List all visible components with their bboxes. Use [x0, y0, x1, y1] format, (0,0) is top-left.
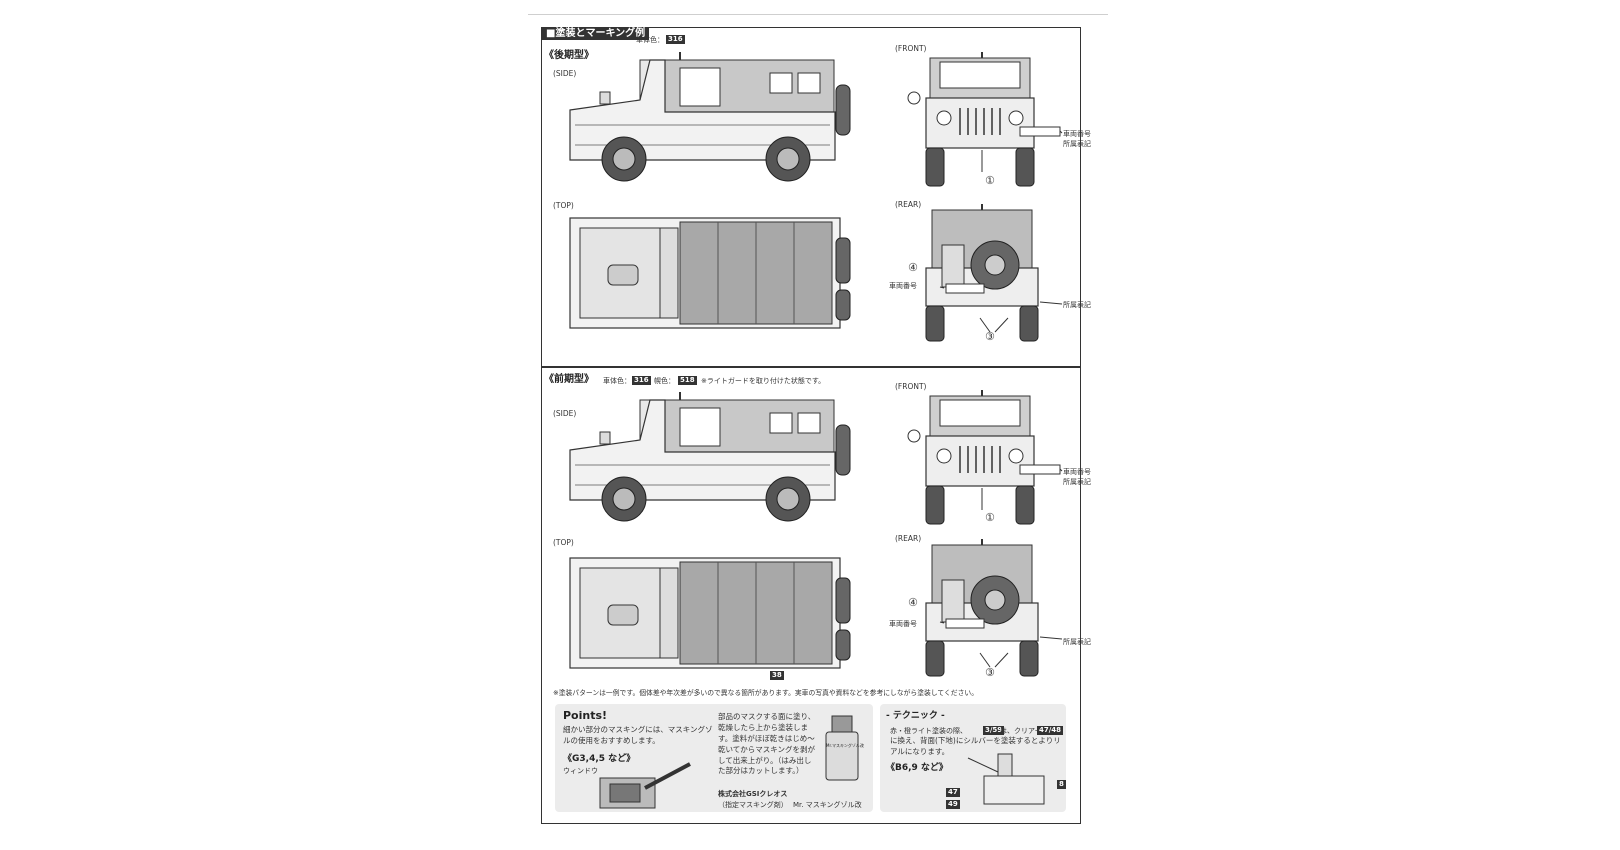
- early-unit-marking: 所属表記: [1063, 478, 1091, 486]
- late-front-view: [907, 51, 1063, 187]
- technique-text-b: は、クリアー: [1000, 727, 1042, 735]
- early-front-label: (FRONT): [895, 382, 927, 391]
- late-unit-marking: 所属表記: [1063, 140, 1091, 148]
- late-side-label: (SIDE): [553, 69, 577, 78]
- light-illustration: [967, 753, 1045, 805]
- section-header: ■塗装とマーキング例: [542, 28, 650, 40]
- technique-sub: 《B6,9 など》: [886, 763, 948, 773]
- maker-name: 株式会社GSIクレオス: [718, 790, 788, 798]
- points-title: Points!: [563, 709, 608, 722]
- early-mark-3: ③: [985, 666, 995, 679]
- late-body-color-label: 車体色：: [636, 36, 664, 44]
- mask-text: 部品のマスクする面に塗り、乾燥したら上から塗装します。塗料がほぼ乾きはじめ～乾い…: [718, 712, 816, 776]
- late-type-title: 《後期型》: [544, 50, 594, 61]
- late-top-view: [569, 217, 851, 329]
- early-body-color-chip: 316: [632, 376, 651, 385]
- late-top-label: (TOP): [553, 201, 574, 210]
- early-top-label: (TOP): [553, 538, 574, 547]
- top-rule: [528, 14, 1108, 15]
- technique-text-a: 赤・橙ライト塗装の際、: [890, 727, 967, 735]
- early-rear-vehicle-number: 車両番号: [889, 620, 917, 628]
- chip-49: 49: [946, 800, 960, 809]
- early-mark-4: ④: [908, 596, 918, 609]
- technique-text-c: に換え、背面(下地)にシルバーを塗装するとよりリアルになります。: [890, 736, 1061, 756]
- product-name: Mr. マスキングゾル改: [793, 801, 862, 809]
- late-rear-unit-marking: 所属表記: [1063, 301, 1091, 309]
- late-body-color-chip: 316: [666, 35, 685, 44]
- early-rear-view: [925, 538, 1063, 677]
- late-rear-vehicle-number: 車両番号: [889, 282, 917, 290]
- chip-3-59: 3/59: [983, 726, 1005, 735]
- maker-sub: （指定マスキング剤）: [718, 801, 788, 809]
- early-type-title: 《前期型》: [544, 374, 594, 385]
- chip-8: 8: [1057, 780, 1066, 789]
- technique-title: - テクニック -: [886, 711, 945, 721]
- section-divider: [541, 366, 1080, 368]
- bottle-label: Mr.マスキングゾル改: [826, 743, 864, 748]
- late-mark-4: ④: [908, 261, 918, 274]
- late-rear-view: [925, 203, 1063, 342]
- early-canopy-color-chip: 518: [678, 376, 697, 385]
- chip-47: 47: [946, 788, 960, 797]
- late-rear-label: (REAR): [895, 200, 922, 209]
- early-side-view: [569, 391, 851, 522]
- points-window: ウィンドウ: [563, 767, 598, 775]
- points-sub: 《G3,4,5 など》: [563, 754, 636, 764]
- footnote: ※塗装パターンは一例です。個体差や年次差が多いので異なる箇所があります。実車の写…: [553, 689, 978, 697]
- light-guard-note: ※ライトガードを取り付けた状態です。: [701, 377, 826, 385]
- early-front-view: [907, 389, 1063, 525]
- late-mark-3: ③: [985, 330, 995, 343]
- early-rear-unit-marking: 所属表記: [1063, 638, 1091, 646]
- late-mark-1: ①: [985, 174, 995, 187]
- late-vehicle-number: 車両番号: [1063, 130, 1091, 138]
- chip-47-48: 47/48: [1037, 726, 1064, 735]
- early-body-color-label: 車体色：: [603, 377, 631, 385]
- bottle-icon: [825, 715, 859, 781]
- early-top-view: [569, 557, 851, 669]
- early-mark-1: ①: [985, 511, 995, 524]
- early-vehicle-number: 車両番号: [1063, 468, 1091, 476]
- points-text: 細かい部分のマスキングには、マスキングゾルの使用をおすすめします。: [563, 725, 713, 745]
- late-front-label: (FRONT): [895, 44, 927, 53]
- masking-illustration: [599, 762, 691, 809]
- chip-38: 38: [770, 671, 784, 680]
- early-canopy-color-label: 幌色：: [654, 377, 675, 385]
- early-rear-label: (REAR): [895, 534, 922, 543]
- late-side-view: [569, 51, 851, 182]
- early-side-label: (SIDE): [553, 409, 577, 418]
